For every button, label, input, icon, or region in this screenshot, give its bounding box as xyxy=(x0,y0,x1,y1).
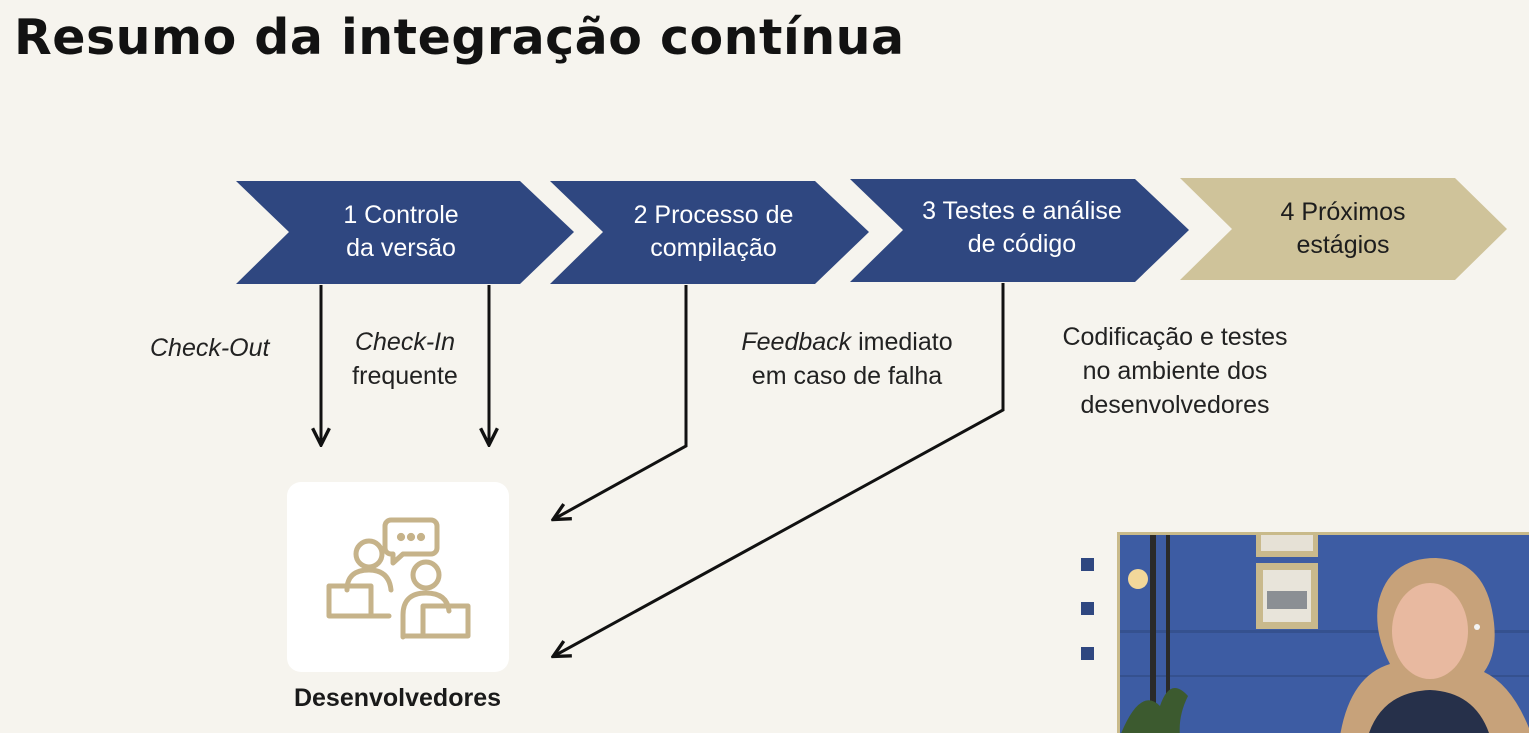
chevron-step-3 xyxy=(850,179,1189,282)
note-checkin-rest: frequente xyxy=(352,362,458,390)
step-1-line1: 1 Controle xyxy=(343,201,459,229)
presenter-video-thumbnail xyxy=(1120,535,1529,733)
developers-card xyxy=(287,482,509,672)
note-feedback-italic: Feedback xyxy=(741,328,852,356)
arrow-tests xyxy=(554,283,1005,656)
arrow-feedback xyxy=(554,285,688,519)
step-2-line1: 2 Processo de xyxy=(633,201,794,229)
note-checkout-text: Check-Out xyxy=(150,334,270,362)
step-4-line2: estágios xyxy=(1296,231,1390,259)
step-3-label: 3 Testes e análise de código xyxy=(897,195,1147,261)
slide-title: Resumo da integração contínua xyxy=(14,9,905,66)
note-coding-line1: Codificação e testes xyxy=(1062,323,1288,351)
bullet-1 xyxy=(1081,558,1094,571)
people-chat-laptops-icon xyxy=(326,517,471,640)
step-4-label: 4 Próximos estágios xyxy=(1243,196,1443,262)
step-2-line2: compilação xyxy=(650,234,777,262)
note-checkin-italic: Check-In xyxy=(354,328,456,356)
bullet-2 xyxy=(1081,602,1094,615)
note-checkin: Check-In frequente xyxy=(344,325,466,393)
chevron-step-1 xyxy=(236,181,574,284)
note-checkout: Check-Out xyxy=(150,331,269,365)
bullet-3 xyxy=(1081,647,1094,660)
step-2-label: 2 Processo de compilação xyxy=(601,199,826,265)
note-feedback-line2: em caso de falha xyxy=(751,362,943,390)
note-coding-line2: no ambiente dos xyxy=(1082,357,1268,385)
chevron-step-4 xyxy=(1180,178,1507,280)
step-4-line1: 4 Próximos xyxy=(1280,198,1406,226)
step-1-line2: da versão xyxy=(346,234,456,262)
chevron-step-2 xyxy=(550,181,869,284)
note-coding: Codificação e testes no ambiente dos des… xyxy=(1035,320,1315,422)
step-3-line2: de código xyxy=(967,230,1077,258)
note-coding-line3: desenvolvedores xyxy=(1080,391,1270,419)
step-3-line1: 3 Testes e análise xyxy=(922,197,1122,225)
step-1-label: 1 Controle da versão xyxy=(301,199,501,265)
presenter-video xyxy=(1117,532,1529,733)
note-feedback-rest: imediato xyxy=(858,328,953,356)
developers-label: Desenvolvedores xyxy=(293,684,502,712)
note-feedback: Feedback imediato em caso de falha xyxy=(717,325,977,393)
